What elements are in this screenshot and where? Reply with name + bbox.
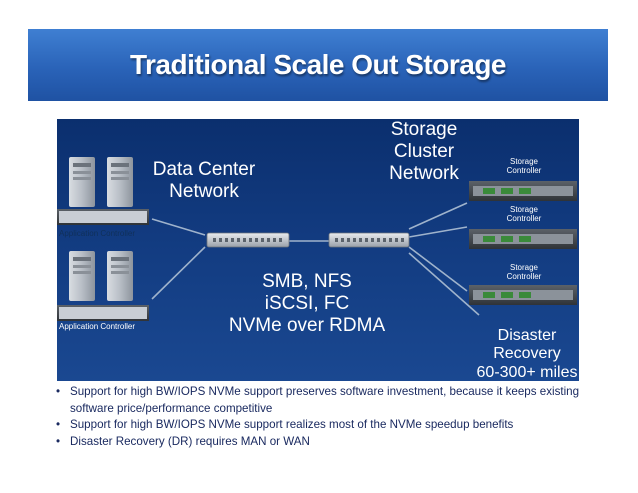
server-group-bottom [57, 251, 149, 321]
switch-right [328, 232, 410, 248]
storage-cluster-network-line-3: Network [389, 162, 459, 184]
connection-lines [151, 202, 480, 316]
storage-controller-2-line-2: Controller [506, 214, 542, 224]
data-center-network-label: Data Center Network [139, 159, 269, 203]
data-center-network-line-1: Data Center [152, 159, 256, 180]
switch-left [206, 232, 290, 248]
title-bar: Traditional Scale Out Storage [28, 29, 608, 101]
bullet-item: Support for high BW/IOPS NVMe support pr… [56, 384, 616, 417]
storage-cluster-network-line-1: Storage [390, 119, 458, 140]
diagram-graphics [57, 157, 577, 321]
storage-controller-3-line-2: Controller [506, 272, 542, 282]
storage-controller-1-line-2: Controller [506, 166, 542, 176]
bullet-list: Support for high BW/IOPS NVMe support pr… [56, 384, 616, 450]
data-center-network-line-2: Network [169, 180, 239, 202]
storage-controller-2-line-1: Storage [509, 205, 539, 214]
slide-title: Traditional Scale Out Storage [129, 49, 507, 80]
storage-rack-1 [469, 181, 577, 201]
protocols-line-2: iSCSI, FC [264, 292, 350, 314]
disaster-recovery-line-1: Disaster [497, 327, 557, 344]
server-group-top [57, 157, 149, 225]
protocols-line-1: SMB, NFS [262, 271, 352, 292]
storage-rack-2 [469, 229, 577, 249]
protocols-label: SMB, NFS iSCSI, FC NVMe over RDMA [217, 271, 397, 337]
storage-controller-1-line-1: Storage [509, 157, 539, 166]
app-controller-label-1: Application Controller [59, 229, 136, 238]
network-diagram: Application Controller Application Contr… [57, 119, 579, 381]
disaster-recovery-line-2: Recovery [493, 345, 561, 363]
storage-controller-label-1: Storage Controller [499, 157, 549, 175]
disaster-recovery-label: Disaster Recovery 60-300+ miles [475, 327, 579, 381]
storage-rack-3 [469, 285, 577, 305]
bullet-item: Disaster Recovery (DR) requires MAN or W… [56, 434, 616, 451]
bullet-item: Support for high BW/IOPS NVMe support re… [56, 417, 616, 434]
app-controller-label-2: Application Controller [59, 322, 136, 331]
storage-controller-3-line-1: Storage [509, 263, 539, 272]
storage-cluster-network-label: Storage Cluster Network [379, 119, 469, 185]
storage-cluster-network-line-2: Cluster [393, 140, 455, 162]
protocols-line-3: NVMe over RDMA [228, 314, 386, 336]
disaster-recovery-line-3: 60-300+ miles [476, 363, 578, 381]
storage-controller-label-3: Storage Controller [499, 263, 549, 281]
storage-controller-label-2: Storage Controller [499, 205, 549, 223]
